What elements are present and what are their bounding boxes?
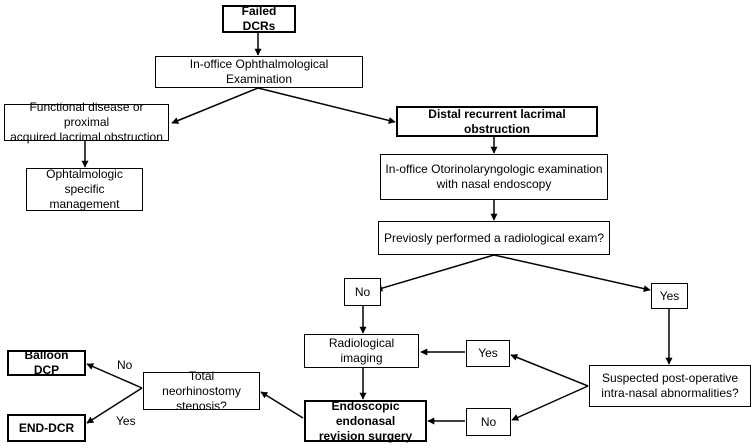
node-no-radiological: No [344,278,381,306]
edge-suspected-to-yes [510,354,589,387]
node-distal-recurrent-obstruction: Distal recurrent lacrimal obstruction [396,106,598,137]
edge-suspected-to-no [511,385,589,421]
node-radiological-imaging: Radiological imaging [304,334,419,368]
node-in-office-ophthalmological-exam: In-office Ophthalmological Examination [155,56,363,88]
edge-ophthalmological-exam-to-distal-obstruction [257,87,396,124]
edge-total-stenosis-to-balloon-dcp [86,363,143,389]
node-previous-radiological-exam: Previosly performed a radiological exam? [378,221,610,255]
node-end-dcr: END-DCR [7,414,86,442]
node-yes-abnormalities: Yes [466,340,510,367]
edge-ophthalmological-exam-to-functional-disease [171,87,259,124]
edge-total-stenosis-to-end-dcr [86,387,143,424]
edge-label-stenosis-yes: Yes [116,414,136,428]
edge-label-stenosis-no: No [117,358,133,372]
node-failed-dcrs: Failed DCRs [222,4,296,33]
node-total-stenosis: Total neorhinostomy stenosis? [143,369,260,413]
node-no-abnormalities: No [466,408,511,436]
edge-radiological-question-to-yes [493,254,651,293]
node-ophthalmologic-management: Ophtalmologic specific management [26,167,143,211]
node-balloon-dcp: Balloon DCP [7,348,86,377]
node-endoscopic-revision-surgery: Endoscopic endonasal revision surgery [304,399,427,443]
edge-revision-surgery-to-total-stenosis [260,391,304,419]
edge-radiological-question-to-no [375,254,495,292]
node-suspected-abnormalities: Suspected post-operative intra-nasal abn… [589,365,751,407]
node-yes-radiological: Yes [651,283,688,309]
node-otorhinolaryngologic-exam: In-office Otorinolaryngologic examinatio… [380,154,608,200]
node-functional-disease: Functional disease or proximal acquired … [4,100,169,144]
